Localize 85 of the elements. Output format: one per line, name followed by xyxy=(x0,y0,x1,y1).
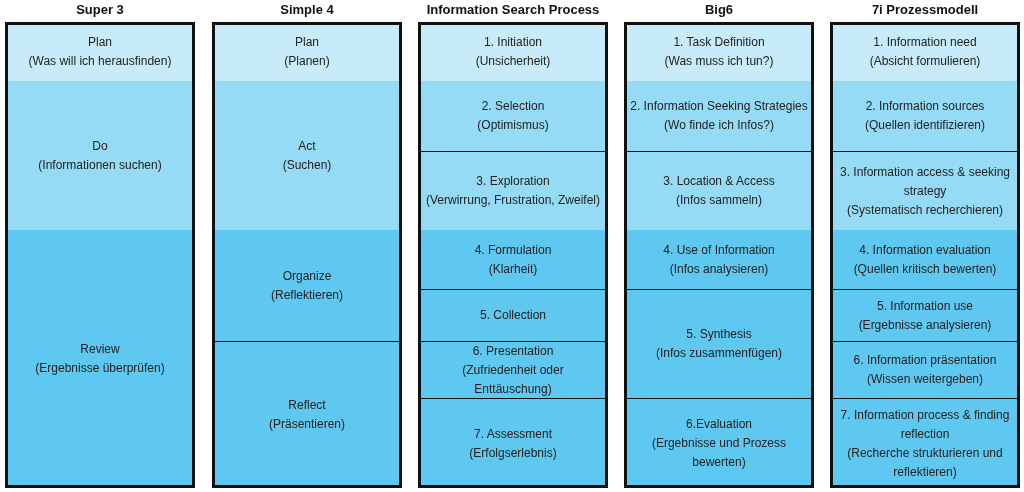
column-heading: Simple 4 xyxy=(280,2,334,17)
stage-name: 1. Task Definition xyxy=(673,33,765,51)
stage-description: (Klarheit) xyxy=(488,260,538,278)
stage-name: 5. Synthesis xyxy=(686,326,752,343)
stage-panel xyxy=(627,151,811,230)
stage-panel xyxy=(627,289,811,398)
stage-description: (Unsicherheit) xyxy=(475,52,551,70)
stage-name: 2. Selection xyxy=(481,98,545,115)
stage-description: (Ergebnisse überprüfen) xyxy=(35,360,165,377)
stage-name: 6.Evaluation xyxy=(685,416,752,433)
stage-panel xyxy=(8,230,192,485)
stage-description: (Wissen weitergeben) xyxy=(866,371,983,388)
stage-panel xyxy=(8,81,192,230)
stage-panel xyxy=(421,25,605,81)
stage-description: (Suchen) xyxy=(282,156,332,174)
stage-panel xyxy=(421,151,605,230)
stage-panel xyxy=(627,398,811,485)
stage-panel xyxy=(833,81,1017,151)
stage-panel xyxy=(215,341,399,485)
column-heading: 7i Prozessmodell xyxy=(871,2,979,17)
stage-panel xyxy=(8,25,192,81)
stage-name: Act xyxy=(298,137,316,155)
stage-description: (Informationen suchen) xyxy=(38,156,162,174)
stage-name: 7. Information process & finding reflection xyxy=(839,406,1011,443)
stage-panel xyxy=(833,289,1017,341)
stage-name: 4. Use of Information xyxy=(663,241,775,259)
stage-description: (Verwirrung, Frustration, Zweifel) xyxy=(425,192,600,209)
stage-name: 3. Location & Access xyxy=(663,173,775,190)
stage-panel xyxy=(627,81,811,151)
stage-name: 3. Exploration xyxy=(476,173,550,190)
stage-description: (Planen) xyxy=(284,52,330,70)
stage-description: (Was will ich herausfinden) xyxy=(28,52,172,70)
stage-description: (Recherche strukturieren und reflektieren) xyxy=(846,444,1004,481)
stage-name: Do xyxy=(92,137,108,155)
stage-panel xyxy=(833,230,1017,289)
stage-name: 7. Assessment xyxy=(473,425,552,443)
stage-description: (Quellen kritisch bewerten) xyxy=(853,260,997,278)
stage-description: (Quellen identifizieren) xyxy=(864,117,986,134)
stage-name: Reflect xyxy=(288,397,326,414)
stage-description: (Systematisch recherchieren) xyxy=(846,201,1004,219)
stage-name: 1. Initiation xyxy=(483,33,542,51)
stage-name: 5. Information use xyxy=(876,297,974,315)
stage-panel xyxy=(421,230,605,289)
column-heading: Big6 xyxy=(704,2,734,17)
stage-panel xyxy=(627,230,811,289)
stage-name: 2. Information Seeking Strategies xyxy=(630,98,808,115)
stage-name: Organize xyxy=(282,267,332,285)
stage-panel xyxy=(215,25,399,81)
stage-panel xyxy=(421,81,605,151)
stage-description: (Infos analysieren) xyxy=(669,260,769,278)
stage-panel xyxy=(627,25,811,81)
stage-panel xyxy=(215,81,399,230)
stage-description: (Infos zusammenfügen) xyxy=(655,345,783,362)
stage-panel xyxy=(833,341,1017,398)
stage-description: (Infos sammeln) xyxy=(676,192,762,209)
stage-name: 4. Information evaluation xyxy=(859,241,991,259)
stage-panel xyxy=(421,341,605,398)
stage-description: (Wo finde ich Infos?) xyxy=(664,117,774,134)
stage-panel xyxy=(421,289,605,341)
stage-description: (Präsentieren) xyxy=(269,416,345,433)
stage-name: Plan xyxy=(88,33,112,51)
stage-name: 1. Information need xyxy=(873,33,977,51)
column-heading: Super 3 xyxy=(76,2,124,17)
stage-name: Plan xyxy=(295,33,319,51)
stage-description: (Zufriedenheit oder Enttäuschung) xyxy=(461,361,565,398)
stage-name: 6. Information präsentation xyxy=(853,352,997,369)
stage-description: (Ergebnisse analysieren) xyxy=(858,316,992,334)
stage-name: 6. Presentation xyxy=(472,342,554,360)
stage-panel xyxy=(833,398,1017,485)
stage-name: 4. Formulation xyxy=(474,241,552,259)
column-heading: Information Search Process xyxy=(426,2,600,17)
stage-name: 3. Information access & seeking strategy xyxy=(838,163,1012,200)
stage-panel xyxy=(421,398,605,485)
stage-description: (Was muss ich tun?) xyxy=(664,52,774,70)
stage-panel xyxy=(215,230,399,341)
stage-name: 5. Collection xyxy=(479,307,546,324)
stage-name: 2. Information sources xyxy=(865,98,985,115)
stage-description: (Optimismus) xyxy=(477,117,549,134)
stage-panel xyxy=(833,151,1017,230)
stage-description: (Absicht formulieren) xyxy=(869,52,981,70)
stage-description: (Reflektieren) xyxy=(271,286,343,304)
stage-name: Review xyxy=(80,341,120,358)
stage-description: (Erfolgserlebnis) xyxy=(469,444,557,462)
stage-panel xyxy=(833,25,1017,81)
stage-description: (Ergebnisse und Prozess bewerten) xyxy=(650,435,788,471)
